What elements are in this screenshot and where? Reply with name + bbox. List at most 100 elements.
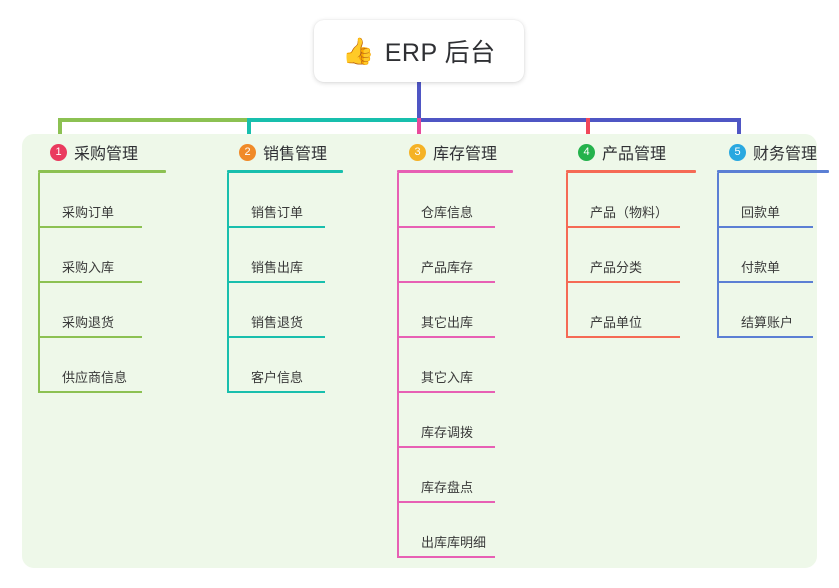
leaf-item[interactable]: 产品（物料） <box>566 173 696 228</box>
leaf-rule <box>38 336 142 338</box>
leaf-rule <box>717 281 813 283</box>
column-rule-5 <box>717 170 829 173</box>
leaf-rule <box>227 391 325 393</box>
leaf-item[interactable]: 库存盘点 <box>397 448 513 503</box>
column-2: 2 销售管理销售订单销售出库销售退货客户信息 <box>227 134 343 393</box>
leaf-item[interactable]: 其它入库 <box>397 338 513 393</box>
column-body-3: 仓库信息产品库存其它出库其它入库库存调拨库存盘点出库库明细 <box>397 173 513 558</box>
leaf-label: 其它入库 <box>421 370 474 385</box>
leaf-rule <box>566 336 680 338</box>
column-header-3[interactable]: 3 库存管理 <box>397 134 513 170</box>
column-badge-3: 3 <box>409 143 426 161</box>
leaf-item[interactable]: 销售出库 <box>227 228 343 283</box>
thumbs-up-icon: 👍 <box>342 36 375 66</box>
leaf-rule <box>227 226 325 228</box>
leaf-rule <box>397 226 495 228</box>
leaf-rule <box>397 556 495 558</box>
column-badge-4: 4 <box>578 143 595 161</box>
leaf-rule <box>397 281 495 283</box>
leaf-rule <box>566 226 680 228</box>
leaf-rule <box>227 336 325 338</box>
root-node[interactable]: 👍 ERP 后台 <box>314 20 524 82</box>
column-title-5: 财务管理 <box>753 146 818 163</box>
leaf-item[interactable]: 回款单 <box>717 173 829 228</box>
leaf-label: 销售退货 <box>251 315 304 330</box>
leaf-rule <box>38 391 142 393</box>
leaf-item[interactable]: 其它出库 <box>397 283 513 338</box>
column-body-5: 回款单付款单结算账户 <box>717 173 829 338</box>
column-body-2: 销售订单销售出库销售退货客户信息 <box>227 173 343 393</box>
column-rule-2 <box>227 170 343 173</box>
leaf-item[interactable]: 产品库存 <box>397 228 513 283</box>
leaf-item[interactable]: 仓库信息 <box>397 173 513 228</box>
leaf-label: 库存盘点 <box>421 480 474 495</box>
column-rule-4 <box>566 170 696 173</box>
column-badge-1: 1 <box>50 143 67 161</box>
leaf-label: 产品分类 <box>590 260 643 275</box>
column-spine-3 <box>397 173 399 558</box>
column-5: 5 财务管理回款单付款单结算账户 <box>717 134 829 338</box>
leaf-label: 产品库存 <box>421 260 474 275</box>
column-body-4: 产品（物料） 产品分类产品单位 <box>566 173 696 338</box>
column-rule-1 <box>38 170 166 173</box>
leaf-item[interactable]: 出库库明细 <box>397 503 513 558</box>
column-title-2: 销售管理 <box>263 146 328 163</box>
leaf-rule <box>566 281 680 283</box>
column-spine-1 <box>38 173 40 393</box>
leaf-rule <box>397 391 495 393</box>
column-header-2[interactable]: 2 销售管理 <box>227 134 343 170</box>
leaf-label: 采购订单 <box>62 205 115 220</box>
leaf-label: 仓库信息 <box>421 205 474 220</box>
column-badge-2: 2 <box>239 143 256 161</box>
leaf-label: 结算账户 <box>741 315 794 330</box>
leaf-rule <box>717 226 813 228</box>
leaf-item[interactable]: 销售订单 <box>227 173 343 228</box>
leaf-item[interactable]: 产品单位 <box>566 283 696 338</box>
column-spine-5 <box>717 173 719 338</box>
column-3: 3 库存管理仓库信息产品库存其它出库其它入库库存调拨库存盘点出库库明细 <box>397 134 513 558</box>
leaf-item[interactable]: 结算账户 <box>717 283 829 338</box>
leaf-rule <box>717 336 813 338</box>
root-title: ERP 后台 <box>384 39 496 67</box>
leaf-rule <box>227 281 325 283</box>
leaf-label: 采购入库 <box>62 260 115 275</box>
column-spine-2 <box>227 173 229 393</box>
column-4: 4 产品管理产品（物料） 产品分类产品单位 <box>566 134 696 338</box>
column-body-1: 采购订单采购入库采购退货供应商信息 <box>38 173 166 393</box>
leaf-label: 采购退货 <box>62 315 115 330</box>
leaf-rule <box>397 501 495 503</box>
leaf-label: 销售出库 <box>251 260 304 275</box>
leaf-item[interactable]: 采购退货 <box>38 283 166 338</box>
leaf-label: 回款单 <box>741 205 781 220</box>
leaf-rule <box>397 446 495 448</box>
leaf-item[interactable]: 采购订单 <box>38 173 166 228</box>
leaf-item[interactable]: 产品分类 <box>566 228 696 283</box>
leaf-label: 其它出库 <box>421 315 474 330</box>
column-header-5[interactable]: 5 财务管理 <box>717 134 829 170</box>
leaf-item[interactable]: 付款单 <box>717 228 829 283</box>
column-badge-5: 5 <box>729 143 746 161</box>
leaf-label: 供应商信息 <box>62 370 128 385</box>
leaf-label: 库存调拨 <box>421 425 474 440</box>
leaf-label: 销售订单 <box>251 205 304 220</box>
leaf-rule <box>38 226 142 228</box>
content-panel <box>22 134 817 568</box>
leaf-label: 出库库明细 <box>421 535 487 550</box>
leaf-label: 付款单 <box>741 260 781 275</box>
leaf-label: 客户信息 <box>251 370 304 385</box>
leaf-item[interactable]: 采购入库 <box>38 228 166 283</box>
leaf-item[interactable]: 客户信息 <box>227 338 343 393</box>
column-rule-3 <box>397 170 513 173</box>
leaf-rule <box>38 281 142 283</box>
leaf-item[interactable]: 销售退货 <box>227 283 343 338</box>
leaf-item[interactable]: 供应商信息 <box>38 338 166 393</box>
leaf-item[interactable]: 库存调拨 <box>397 393 513 448</box>
column-title-4: 产品管理 <box>602 146 667 163</box>
leaf-label: 产品单位 <box>590 315 643 330</box>
column-header-4[interactable]: 4 产品管理 <box>566 134 696 170</box>
column-title-3: 库存管理 <box>433 146 498 163</box>
